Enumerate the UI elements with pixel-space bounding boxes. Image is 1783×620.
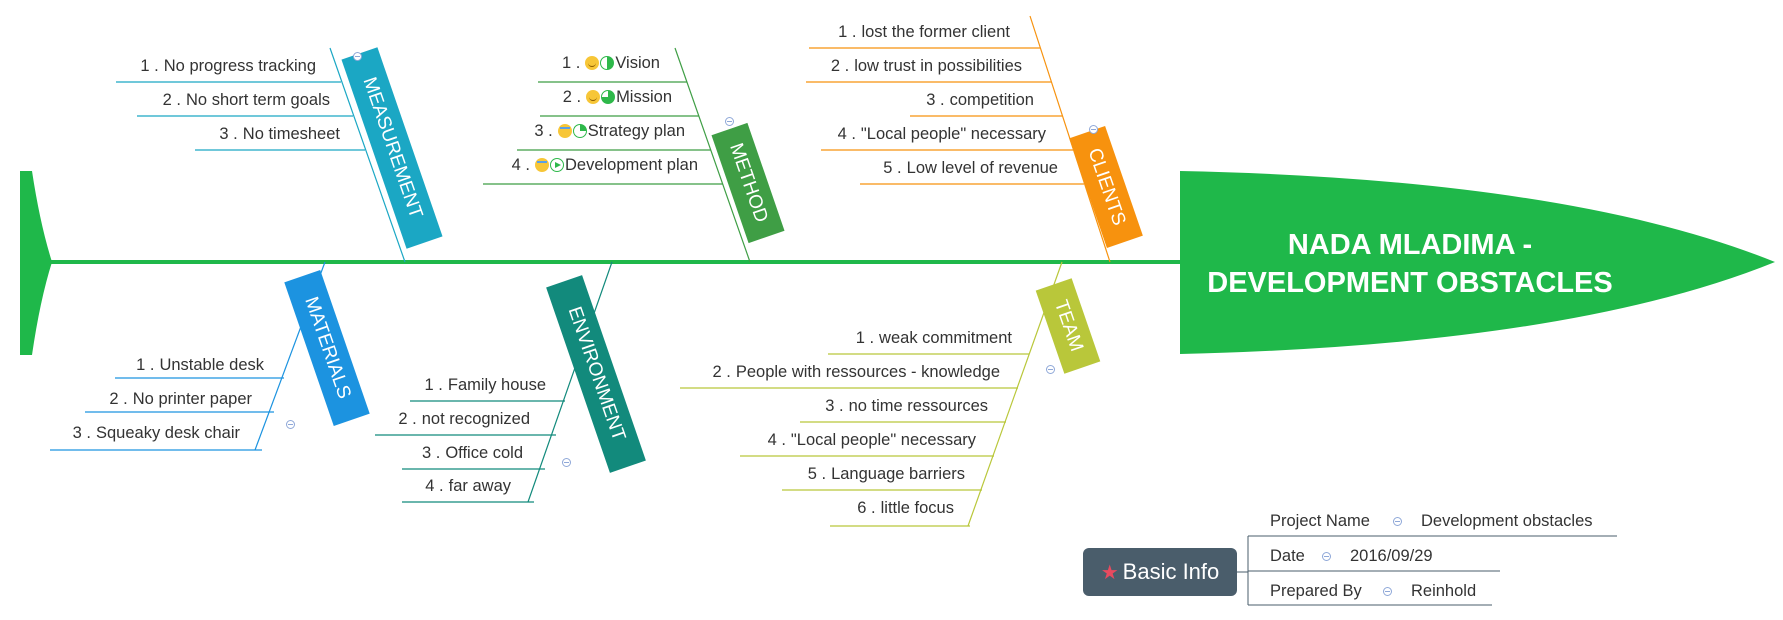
environment-item[interactable]: 2 .not recognized: [398, 410, 530, 428]
basic-info-button[interactable]: ★Basic Info: [1083, 548, 1237, 596]
fish-head: [1180, 171, 1775, 354]
team-item[interactable]: 6 .little focus: [857, 499, 954, 517]
clients-item[interactable]: 4 ."Local people" necessary: [837, 125, 1046, 143]
play-icon: [550, 158, 564, 172]
collapse-toggle-team[interactable]: [1046, 365, 1055, 374]
method-item[interactable]: 1 .Vision: [561, 54, 660, 72]
crying-face-icon: [535, 158, 549, 172]
clients-item[interactable]: 3 .competition: [926, 91, 1034, 109]
clients-item[interactable]: 2 .low trust in possibilities: [830, 57, 1022, 75]
team-item[interactable]: 4 ."Local people" necessary: [767, 431, 976, 449]
smile-icon: [585, 56, 600, 70]
clients-item[interactable]: 1 .lost the former client: [838, 23, 1010, 41]
team-item[interactable]: 1 .weak commitment: [855, 329, 1012, 347]
measurement-item[interactable]: 2 .No short term goals: [162, 91, 330, 109]
collapse-toggle-materials[interactable]: [286, 420, 295, 429]
progress-half-icon: [600, 56, 615, 70]
basic-info-label: Basic Info: [1122, 559, 1220, 584]
materials-item[interactable]: 1 .Unstable desk: [136, 356, 264, 374]
collapse-toggle-clients[interactable]: [1089, 125, 1098, 134]
progress-quarter-icon: [572, 124, 587, 138]
info-key-project-name: Project Name: [1270, 512, 1370, 530]
info-toggle-prepared-by[interactable]: [1383, 587, 1392, 596]
environment-item[interactable]: 1 .Family house: [424, 376, 546, 394]
crying-face-icon: [557, 124, 572, 138]
fish-tail: [20, 171, 52, 355]
environment-item[interactable]: 3 .Office cold: [421, 444, 523, 462]
environment-item[interactable]: 4 .far away: [425, 477, 511, 495]
diagram-title-line1: NADA MLADIMA -: [1287, 229, 1533, 261]
diagram-title: NADA MLADIMA - DEVELOPMENT OBSTACLES: [1170, 226, 1650, 302]
info-key-date: Date: [1270, 547, 1305, 565]
measurement-item[interactable]: 3 .No timesheet: [219, 125, 340, 143]
collapse-toggle-measurement[interactable]: [353, 52, 362, 61]
materials-item[interactable]: 3 .Squeaky desk chair: [72, 424, 240, 442]
info-value-prepared-by: Reinhold: [1411, 582, 1477, 600]
info-toggle-project-name[interactable]: [1393, 517, 1402, 526]
collapse-toggle-method[interactable]: [725, 117, 734, 126]
team-item[interactable]: 3 .no time ressources: [825, 397, 988, 415]
method-item[interactable]: 3 .Strategy plan: [534, 122, 685, 140]
info-key-prepared-by: Prepared By: [1270, 582, 1362, 600]
clients-item[interactable]: 5 .Low level of revenue: [883, 159, 1058, 177]
diagram-title-line2: DEVELOPMENT OBSTACLES: [1207, 267, 1613, 299]
progress-three-quarter-icon: [601, 90, 616, 104]
method-item[interactable]: 4 .Development plan: [511, 156, 698, 174]
info-value-project-name: Development obstacles: [1421, 512, 1593, 530]
star-icon: ★: [1100, 562, 1119, 584]
team-item[interactable]: 2 .People with ressources - knowledge: [712, 363, 1001, 381]
info-toggle-date[interactable]: [1322, 552, 1331, 561]
materials-item[interactable]: 2 .No printer paper: [109, 390, 252, 408]
smile-icon: [586, 90, 601, 104]
method-item[interactable]: 2 .Mission: [562, 88, 672, 106]
collapse-toggle-environment[interactable]: [562, 458, 571, 467]
team-item[interactable]: 5 .Language barriers: [807, 465, 965, 483]
measurement-item[interactable]: 1 .No progress tracking: [140, 57, 316, 75]
info-value-date: 2016/09/29: [1350, 547, 1433, 565]
